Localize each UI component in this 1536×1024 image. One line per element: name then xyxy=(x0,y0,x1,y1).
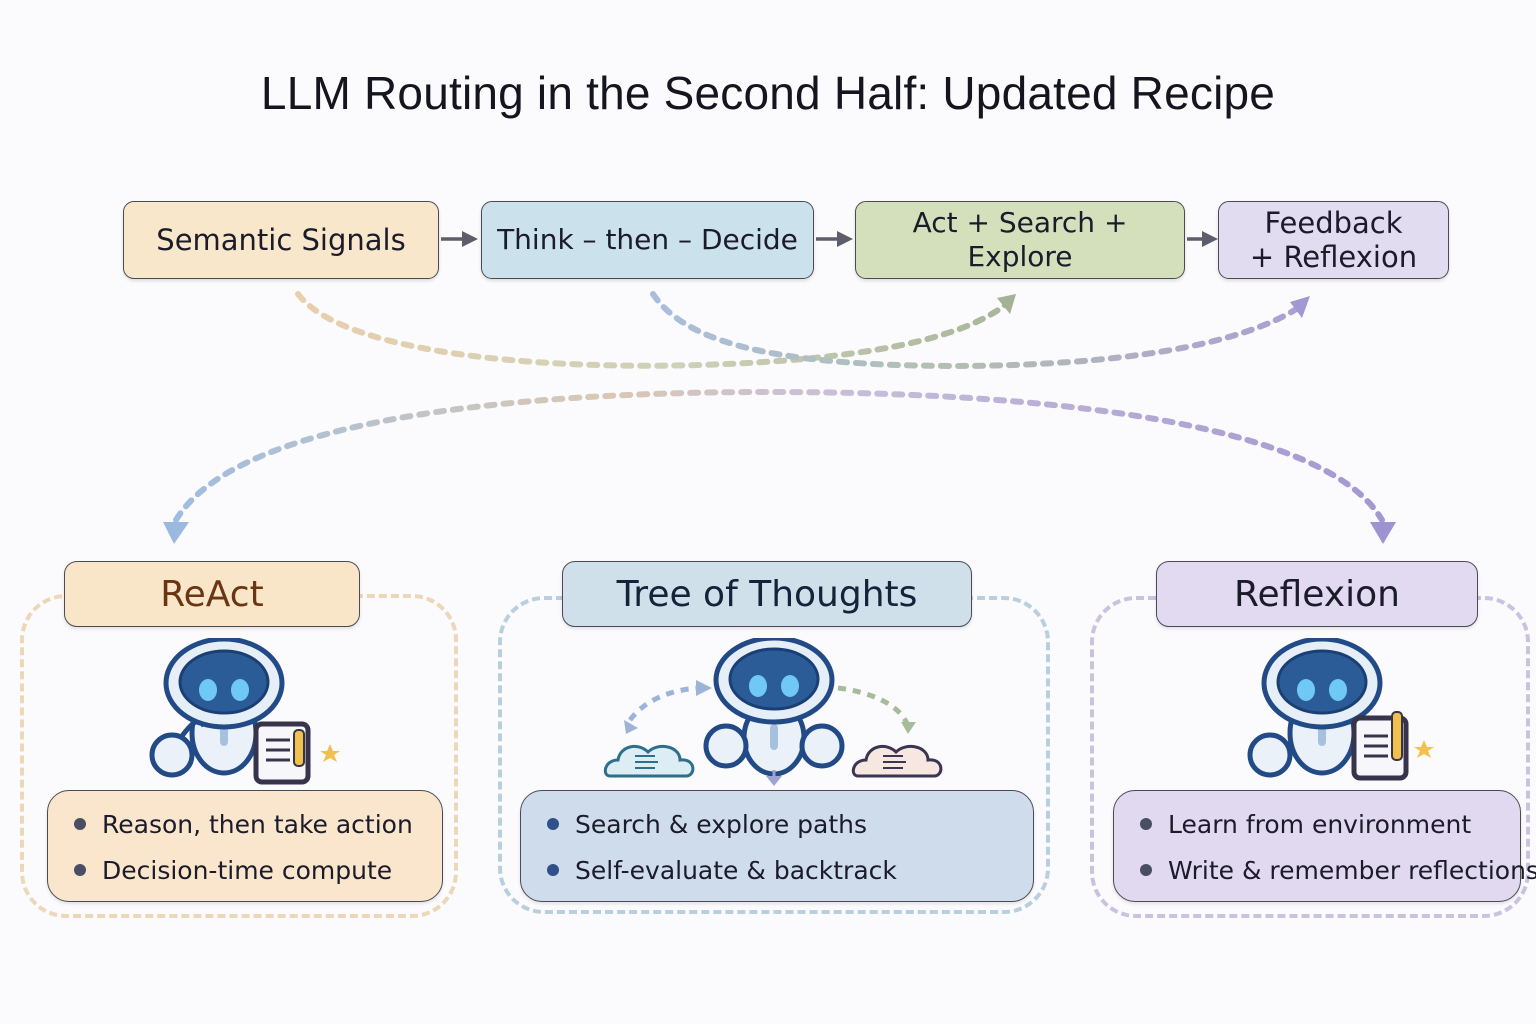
flow-step-think-then-decide: Think – then – Decide xyxy=(481,201,814,279)
clipboard-icon xyxy=(1351,711,1409,781)
reflexion-header: Reflexion xyxy=(1156,561,1478,627)
flow-arrow-icon xyxy=(441,231,478,247)
arrowhead-icon xyxy=(624,720,638,734)
flow-step-label-line1: Feedback xyxy=(1264,206,1403,240)
curve-semantic-to-act xyxy=(295,291,1008,369)
flow-step-label: Semantic Signals xyxy=(156,223,406,257)
tot-header: Tree of Thoughts xyxy=(562,561,972,627)
flow-step-label-line2: + Reflexion xyxy=(1249,240,1418,274)
flow-step-label: Act + Search + Explore xyxy=(912,206,1128,273)
arrowhead-icon xyxy=(766,776,782,786)
bullet-dot-icon xyxy=(74,818,86,830)
arrowhead-icon xyxy=(997,294,1016,314)
react-bullets: Reason, then take action Decision-time c… xyxy=(47,790,443,902)
bullet-item: Learn from environment xyxy=(1140,801,1520,847)
flow-step-feedback-reflexion: Feedback + Reflexion xyxy=(1218,201,1449,279)
curve-think-to-feedback xyxy=(650,291,1301,370)
thought-cloud-icon xyxy=(603,744,695,778)
bullet-dot-icon xyxy=(1140,864,1152,876)
bullet-text: Self-evaluate & backtrack xyxy=(575,855,897,885)
robot-with-thought-clouds-icon xyxy=(603,638,943,786)
robot-icon xyxy=(1247,638,1383,778)
bullet-dot-icon xyxy=(74,864,86,876)
sparkle-icon xyxy=(1414,740,1434,758)
robot-icon xyxy=(149,638,285,778)
group-title: Tree of Thoughts xyxy=(616,573,918,615)
thought-cloud-icon xyxy=(851,744,943,778)
bullet-text: Write & remember reflections xyxy=(1168,855,1536,885)
clipboard-icon xyxy=(253,721,311,785)
flow-arrow-icon xyxy=(816,231,853,247)
bullet-text: Reason, then take action xyxy=(102,809,413,839)
bullet-dot-icon xyxy=(547,864,559,876)
sparkle-icon xyxy=(320,744,340,762)
flow-step-semantic-signals: Semantic Signals xyxy=(123,201,439,279)
flow-step-act-search-explore: Act + Search + Explore xyxy=(855,201,1185,279)
bullet-text: Search & explore paths xyxy=(575,809,868,839)
react-header: ReAct xyxy=(64,561,360,627)
diagram-title: LLM Routing in the Second Half: Updated … xyxy=(260,67,1276,119)
flow-arrow-icon xyxy=(1187,231,1218,247)
bullet-item: Self-evaluate & backtrack xyxy=(547,847,1033,893)
reflexion-bullets: Learn from environment Write & remember … xyxy=(1113,790,1536,902)
arrowhead-icon xyxy=(163,522,189,544)
robot-icon xyxy=(703,638,845,786)
bullet-text: Decision-time compute xyxy=(102,855,393,885)
bullet-item: Write & remember reflections xyxy=(1140,847,1536,893)
arrowhead-icon xyxy=(1370,522,1396,544)
arrowhead-icon xyxy=(901,722,916,734)
arrowhead-icon xyxy=(1290,296,1310,318)
bullet-item: Decision-time compute xyxy=(74,847,442,893)
group-title: Reflexion xyxy=(1234,573,1400,615)
arrowhead-icon xyxy=(696,680,712,696)
curve-to-react-and-reflexion xyxy=(173,388,1385,523)
flow-step-label: Think – then – Decide xyxy=(497,223,798,256)
bullet-item: Search & explore paths xyxy=(547,801,1033,847)
bullet-dot-icon xyxy=(1140,818,1152,830)
tot-bullets: Search & explore paths Self-evaluate & b… xyxy=(520,790,1034,902)
bullet-dot-icon xyxy=(547,818,559,830)
robot-with-clipboard-icon xyxy=(1247,638,1434,781)
group-title: ReAct xyxy=(160,573,264,615)
bullet-text: Learn from environment xyxy=(1168,809,1472,839)
bullet-item: Reason, then take action xyxy=(74,801,442,847)
robot-with-clipboard-icon xyxy=(149,638,340,785)
